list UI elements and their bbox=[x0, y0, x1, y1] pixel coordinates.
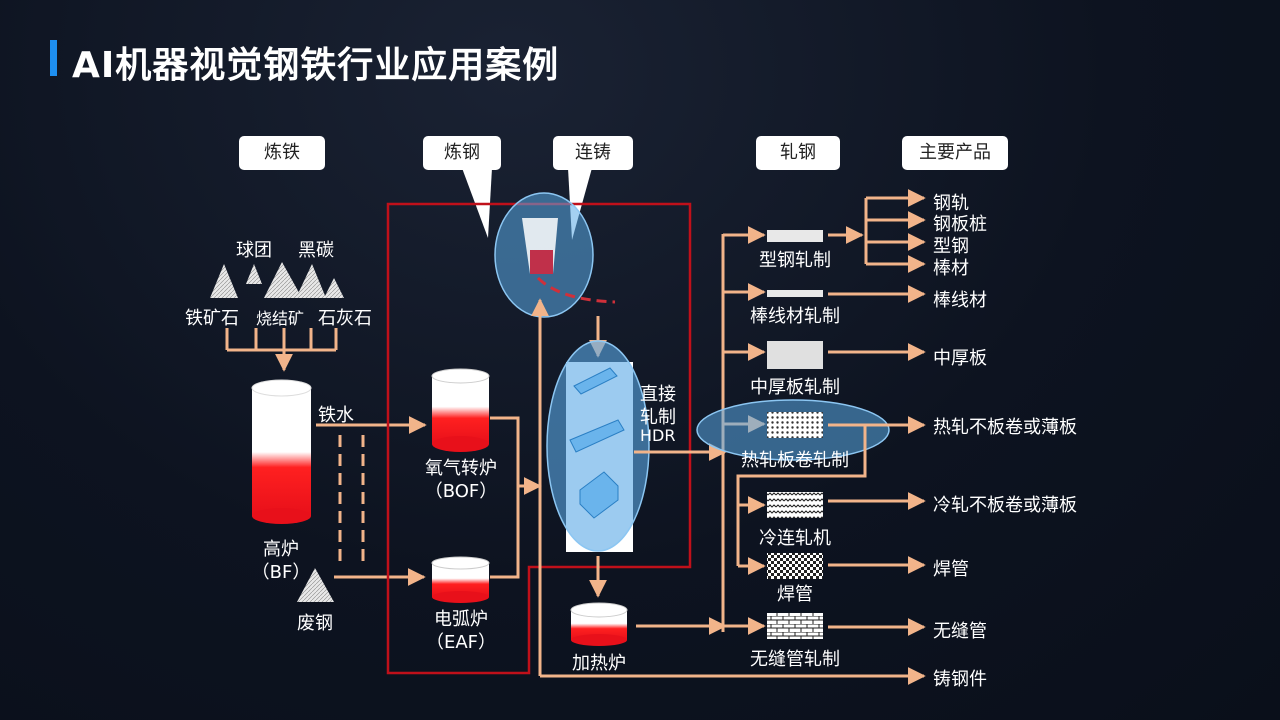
stage-ironmaking: 炼铁 bbox=[239, 136, 325, 170]
label-hot-strip-mill: 热轧板卷轧制 bbox=[741, 450, 849, 471]
stage-steelmaking: 炼钢 bbox=[423, 136, 501, 170]
cold-mill-icon bbox=[767, 492, 823, 518]
label-coke: 黑碳 bbox=[298, 240, 334, 261]
label-eaf: 电弧炉 bbox=[434, 609, 488, 630]
label-blast-furnace: 高炉 bbox=[263, 539, 299, 560]
label-bof-abbr: （BOF） bbox=[424, 481, 498, 502]
stage-products: 主要产品 bbox=[902, 136, 1008, 170]
label-cold-mill: 冷连轧机 bbox=[759, 528, 831, 549]
label-pellet: 球团 bbox=[236, 240, 272, 261]
stage-rolling: 轧钢 bbox=[756, 136, 840, 170]
label-bof: 氧气转炉 bbox=[425, 458, 497, 479]
label-blast-furnace-abbr: （BF） bbox=[251, 562, 311, 583]
weld-pipe-icon bbox=[767, 553, 823, 579]
label-section-mill: 型钢轧制 bbox=[759, 250, 831, 271]
product-bar-wire: 棒线材 bbox=[933, 290, 987, 311]
product-plate: 中厚板 bbox=[933, 348, 987, 369]
product-sheet-pile: 钢板桩 bbox=[933, 214, 987, 235]
label-hdr-line1: 直接 bbox=[640, 384, 676, 405]
label-weld-pipe-mill: 焊管 bbox=[777, 584, 813, 605]
label-reheat-furnace: 加热炉 bbox=[572, 653, 626, 674]
product-rail: 钢轨 bbox=[933, 193, 969, 214]
caster-vision-zone bbox=[546, 340, 650, 552]
plate-mill-icon bbox=[767, 341, 823, 369]
label-eaf-abbr: （EAF） bbox=[425, 632, 497, 653]
product-weld-pipe: 焊管 bbox=[933, 559, 969, 580]
reheat-furnace-vessel bbox=[570, 602, 628, 646]
product-cold-rolled: 冷轧不板卷或薄板 bbox=[933, 495, 1077, 516]
product-bar: 棒材 bbox=[933, 258, 969, 279]
scrap-pile bbox=[297, 568, 334, 602]
label-seamless-mill: 无缝管轧制 bbox=[750, 649, 840, 670]
product-section-steel: 型钢 bbox=[933, 236, 969, 257]
label-hdr-line3: HDR bbox=[640, 426, 676, 445]
product-casting: 铸钢件 bbox=[933, 669, 987, 690]
raw-material-piles bbox=[210, 262, 344, 298]
label-molten-iron: 铁水 bbox=[318, 405, 354, 426]
eaf-vessel bbox=[431, 556, 490, 603]
label-limestone: 石灰石 bbox=[318, 308, 372, 329]
product-seamless: 无缝管 bbox=[933, 621, 987, 642]
hot-strip-mill-icon bbox=[767, 412, 823, 438]
label-hdr-line2: 轧制 bbox=[640, 407, 676, 428]
section-mill-icon bbox=[767, 230, 823, 242]
bof-vessel bbox=[431, 368, 490, 452]
blast-furnace-vessel bbox=[251, 379, 312, 524]
product-hot-rolled: 热轧不板卷或薄板 bbox=[933, 417, 1077, 438]
label-plate-mill: 中厚板轧制 bbox=[750, 377, 840, 398]
vision-highlight-box bbox=[386, 202, 692, 675]
bar-wire-mill-icon bbox=[767, 290, 823, 297]
label-scrap: 废钢 bbox=[297, 613, 333, 634]
label-sinter: 烧结矿 bbox=[256, 309, 305, 328]
label-bar-wire-mill: 棒线材轧制 bbox=[750, 306, 840, 327]
page-title: AI机器视觉钢铁行业应用案例 bbox=[72, 45, 560, 86]
stage-casting: 连铸 bbox=[553, 136, 633, 170]
title-accent-bar bbox=[50, 40, 57, 76]
label-iron-ore: 铁矿石 bbox=[185, 308, 239, 329]
seamless-mill-icon bbox=[767, 613, 823, 639]
